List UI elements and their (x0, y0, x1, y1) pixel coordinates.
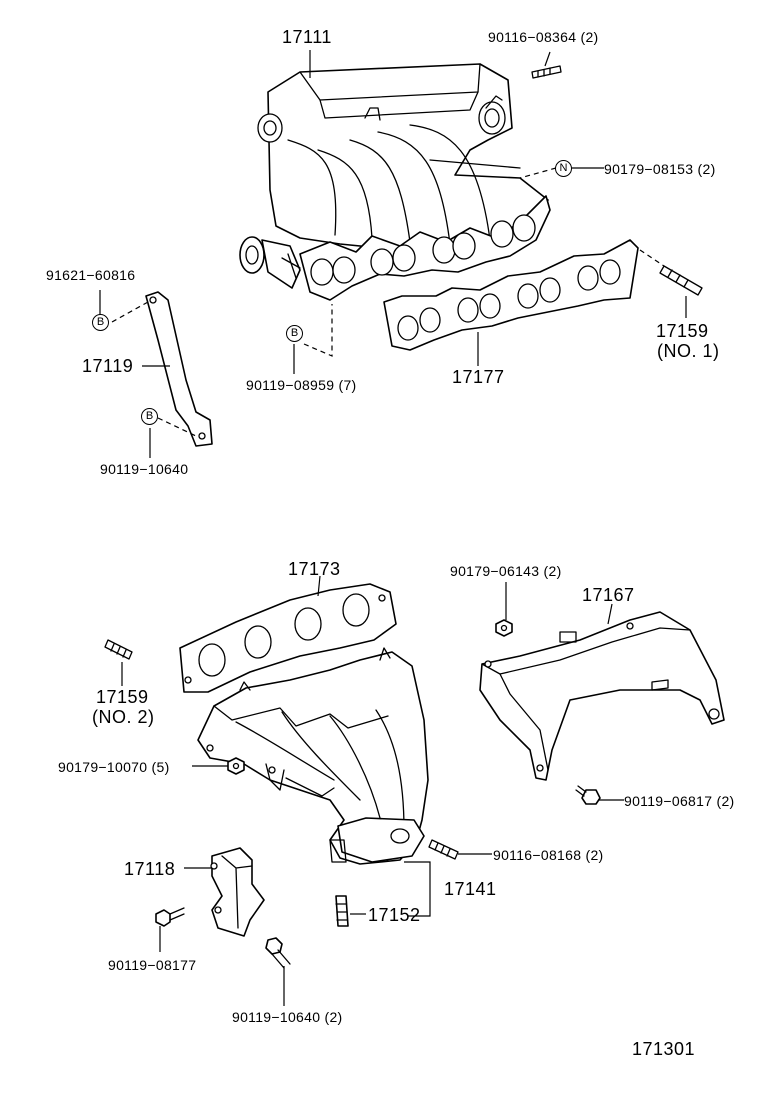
nut-90179-06143 (495, 619, 513, 637)
label-90179-06143: 90179−06143 (2) (450, 563, 562, 579)
marker-n: N (555, 160, 572, 177)
figure-number: 171301 (632, 1039, 696, 1059)
stud-17159-no1 (659, 265, 703, 296)
intake-gasket (383, 239, 639, 351)
exhaust-manifold (197, 647, 429, 865)
label-17177: 17177 (452, 367, 505, 387)
label-90179-08153: 90179−08153 (2) (604, 161, 716, 177)
label-91621-60816: 91621−60816 (46, 267, 136, 283)
intake-flange (299, 195, 551, 301)
label-17141: 17141 (444, 879, 497, 899)
label-no2: (NO. 2) (92, 707, 155, 727)
label-17173: 17173 (288, 559, 341, 579)
label-no1: (NO. 1) (657, 341, 720, 361)
stud-17152 (335, 895, 349, 927)
label-90116-08364: 90116−08364 (2) (488, 29, 599, 45)
stud-90116-08168 (428, 839, 459, 860)
label-90119-06817: 90119−06817 (2) (624, 793, 735, 809)
label-90119-08959: 90119−08959 (7) (246, 377, 357, 393)
label-90116-08168: 90116−08168 (2) (493, 847, 604, 863)
leader-lines (99, 50, 687, 1006)
bracket-17119 (145, 291, 213, 447)
stud-90116-08364 (531, 65, 562, 79)
label-17111: 17111 (282, 27, 332, 47)
bolt-90119-08177 (155, 907, 185, 927)
label-17159-no1: 17159 (656, 321, 709, 341)
label-17159-no2: 17159 (96, 687, 149, 707)
bolt-90119-10640-bottom (265, 937, 291, 969)
exhaust-gasket (179, 583, 397, 693)
marker-b-1: B (92, 314, 109, 331)
heat-insulator (479, 611, 725, 781)
nut-90179-10070 (227, 757, 245, 775)
actuator (239, 236, 301, 289)
marker-b-3: B (286, 325, 303, 342)
label-17119: 17119 (82, 356, 134, 376)
marker-b-2: B (141, 408, 158, 425)
label-90119-10640-bottom: 90119−10640 (2) (232, 1009, 343, 1025)
stud-17159-no2 (104, 639, 133, 660)
label-17167: 17167 (582, 585, 635, 605)
label-90119-08177: 90119−08177 (108, 957, 197, 973)
label-17152: 17152 (368, 905, 421, 925)
label-17118: 17118 (124, 859, 176, 879)
insulator-17118 (210, 847, 265, 937)
bolt-90119-06817 (575, 785, 601, 805)
label-90119-10640-top: 90119−10640 (100, 461, 189, 477)
label-90179-10070: 90179−10070 (5) (58, 759, 170, 775)
intake-manifold (257, 63, 549, 251)
